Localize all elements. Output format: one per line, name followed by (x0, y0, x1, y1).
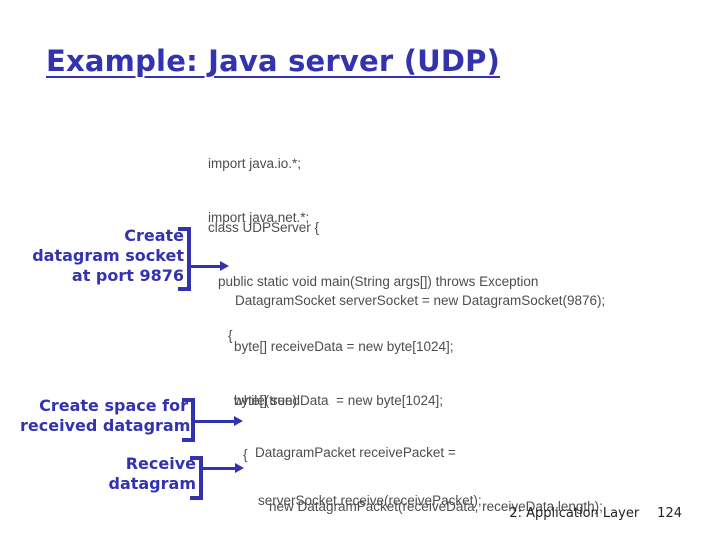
annotation-create-socket-line2: datagram socket (32, 246, 184, 265)
code-line-open-brace-main: { (228, 328, 233, 343)
code-buffers: byte[] receiveData = new byte[1024]; byt… (234, 302, 454, 446)
annotation-receive-line2: datagram (108, 474, 196, 493)
code-packet: DatagramPacket receivePacket = new Datag… (255, 408, 603, 552)
footer-page-number: 124 (657, 506, 682, 521)
code-line-while: while(true) (234, 393, 298, 408)
bracket-create-space (182, 398, 195, 442)
code-line-packet-decl: DatagramPacket receivePacket = (255, 445, 456, 460)
arrow-receive-icon (202, 463, 244, 473)
annotation-create-space: Create space for received datagram (20, 396, 191, 436)
annotation-receive-line1: Receive (125, 454, 196, 473)
footer-section-label: 2: Application Layer (509, 506, 640, 521)
code-line-class: class UDPServer { (208, 220, 320, 235)
slide: Example: Java server (UDP) import java.i… (20, 44, 682, 521)
code-line-receive-call: serverSocket.receive(receivePacket); (258, 493, 482, 508)
annotation-create-socket-line3: at port 9876 (71, 266, 184, 285)
annotation-create-space-line1: Create space for (39, 396, 188, 415)
code-line-import-io: import java.io.*; (208, 156, 302, 171)
slide-title: Example: Java server (UDP) (46, 44, 501, 78)
bracket-receive (190, 456, 203, 500)
code-create-socket: DatagramSocket serverSocket = new Datagr… (235, 256, 605, 346)
code-receive-call: serverSocket.receive(receivePacket); (258, 456, 482, 546)
arrow-create-space-icon (194, 416, 243, 426)
arrow-create-socket-icon (190, 261, 229, 271)
code-line-receive-buffer: byte[] receiveData = new byte[1024]; (234, 339, 454, 354)
annotation-receive: Receive datagram (60, 454, 196, 494)
slide-footer: 2: Application Layer 124 (509, 506, 682, 521)
code-line-main: public static void main(String args[]) t… (218, 274, 539, 289)
code-class-decl: class UDPServer { public static void mai… (208, 183, 538, 381)
code-imports: import java.io.*; import java.net.*; (208, 119, 309, 263)
code-line-send-buffer: byte[] sendData = new byte[1024]; (234, 393, 444, 408)
code-while: while(true) { (234, 356, 297, 500)
annotation-create-socket: Create datagram socket at port 9876 (20, 226, 184, 286)
code-line-create-socket: DatagramSocket serverSocket = new Datagr… (235, 293, 606, 308)
annotation-create-space-line2: received datagram (20, 416, 191, 435)
code-line-packet-init: new DatagramPacket(receiveData, receiveD… (269, 499, 603, 514)
code-line-import-net: import java.net.*; (208, 210, 310, 225)
annotation-create-socket-line1: Create (124, 226, 184, 245)
code-line-open-brace-while: { (243, 447, 248, 462)
bracket-create-socket (178, 227, 191, 291)
